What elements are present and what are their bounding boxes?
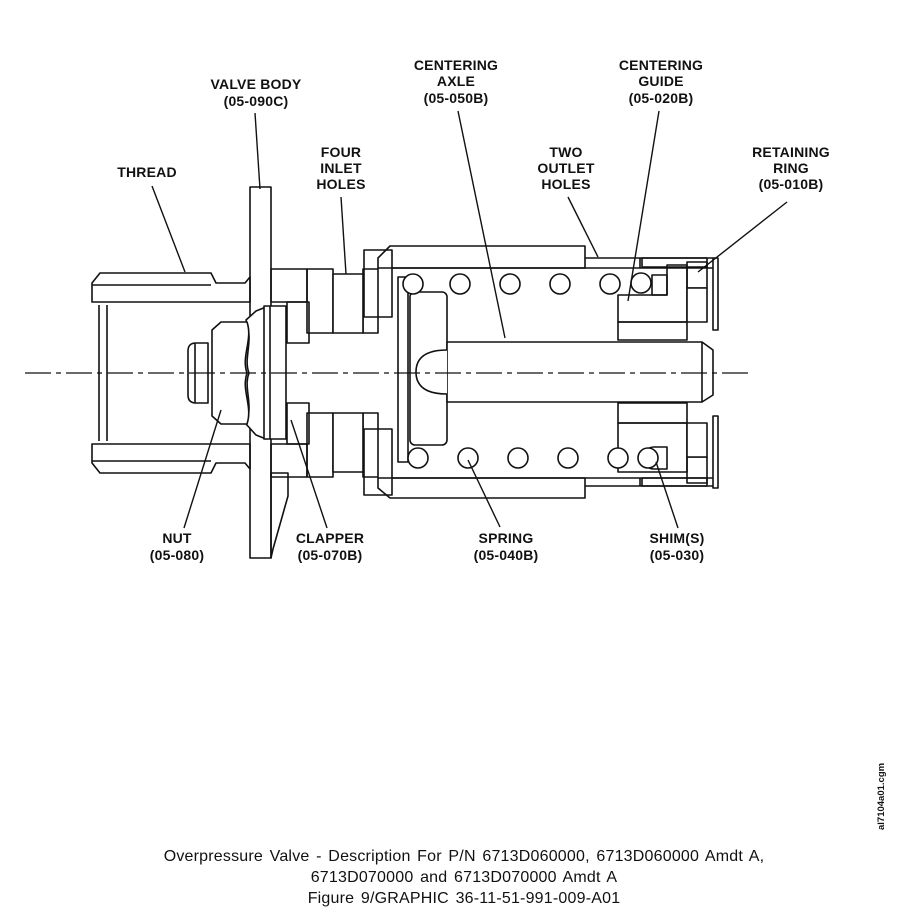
axle-head [415,349,448,395]
inlet-holes-label-1: FOUR [321,144,361,160]
centering-guide-label-2: GUIDE [638,73,683,89]
shims-label: SHIM(S) [649,530,704,546]
outlet-holes-label-1: TWO [549,144,582,160]
spring-label: SPRING [479,530,534,546]
shims-leader-line [655,461,679,529]
spring-coils [402,272,659,469]
outlet-holes-label-3: HOLES [541,176,590,192]
callout-labels: THREAD VALVE BODY (05-090C) FOUR INLET H… [117,57,830,563]
caption-line-1: Overpressure Valve - Description For P/N… [164,848,765,865]
spring-leader-line [467,459,501,528]
retaining-ring-label-2: RING [773,160,809,176]
graphic-filename-stamp: al7104a01.cgm [876,763,887,830]
shims-ref: (05-030) [650,547,705,563]
retaining-ring-and-cap [686,257,719,489]
clapper-leader-line [290,419,328,529]
nut-ref: (05-080) [150,547,205,563]
centering-guide-leader-line [627,110,660,302]
outlet-holes-label-2: OUTLET [537,160,594,176]
caption-line-2: 6713D070000 and 6713D070000 Amdt A [311,869,618,886]
shims-bottom [617,402,688,424]
nut-label: NUT [162,530,192,546]
inlet-holes-leader-line [340,196,347,275]
leader-lines [151,110,788,529]
outlet-holes-leader-line [567,196,599,258]
nut-leader-line [183,409,222,529]
shims-top [617,321,688,341]
inlet-holes-label-2: INLET [320,160,362,176]
clapper-label: CLAPPER [296,530,364,546]
centering-guide-ref: (05-020B) [629,90,694,106]
caption-line-3: Figure 9/GRAPHIC 36-11-51-991-009-A01 [308,890,621,907]
inlet-holes-label-3: HOLES [316,176,365,192]
centering-axle-ref: (05-050B) [424,90,489,106]
thread-leader-line [151,185,186,273]
valve-body-leader-line [254,112,261,190]
axle-rod [446,341,714,403]
inlet-hole-bottom [332,412,364,473]
centering-axle-assembly [397,276,714,463]
retaining-ring-ref: (05-010B) [759,176,824,192]
retaining-ring-label-1: RETAINING [752,144,830,160]
valve-body-label: VALVE BODY [211,76,302,92]
inlet-hole-top [332,273,364,334]
centering-axle-leader-line [457,110,506,339]
retaining-ring-leader-line [697,201,788,273]
figure-caption: Overpressure Valve - Description For P/N… [164,848,765,907]
centering-axle-label-1: CENTERING [414,57,498,73]
thread-label: THREAD [117,164,177,180]
spring-ref: (05-040B) [474,547,539,563]
retainer-plate [397,276,409,463]
valve-body-ref: (05-090C) [224,93,289,109]
cross-section-drawing [25,186,750,559]
centering-axle-label-2: AXLE [437,73,475,89]
valve-body-section [270,268,379,478]
clapper-ref: (05-070B) [298,547,363,563]
centering-guide-label-1: CENTERING [619,57,703,73]
